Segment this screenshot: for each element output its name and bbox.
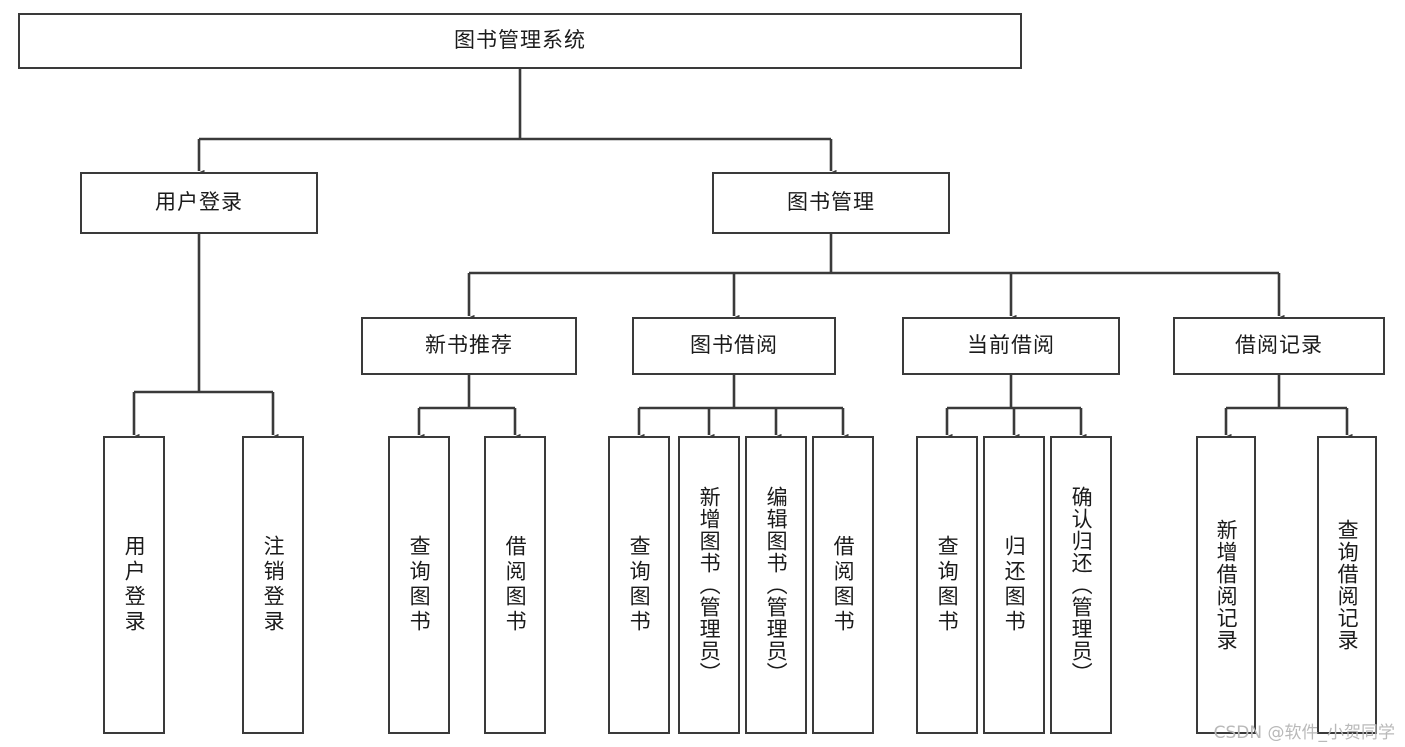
node-borrow-record-label: 借阅记录: [1235, 333, 1323, 358]
node-book-borrow[interactable]: 图书借阅: [632, 317, 836, 375]
leaf-add-book-admin[interactable]: 新增图书（管理员）: [678, 436, 740, 734]
leaf-user-login[interactable]: 用户登录: [103, 436, 165, 734]
node-new-book-recommend-label: 新书推荐: [425, 333, 513, 358]
leaf-query-book-current[interactable]: 查询图书: [916, 436, 978, 734]
leaf-query-borrow-record[interactable]: 查询借阅记录: [1317, 436, 1377, 734]
leaf-borrow-book[interactable]: 借阅图书: [812, 436, 874, 734]
node-book-management-label: 图书管理: [787, 190, 875, 215]
node-borrow-record[interactable]: 借阅记录: [1173, 317, 1385, 375]
node-root[interactable]: 图书管理系统: [18, 13, 1022, 69]
leaf-query-book-recommend[interactable]: 查询图书: [388, 436, 450, 734]
leaf-user-logout[interactable]: 注销登录: [242, 436, 304, 734]
node-root-label: 图书管理系统: [454, 28, 586, 53]
leaf-add-borrow-record[interactable]: 新增借阅记录: [1196, 436, 1256, 734]
leaf-return-book[interactable]: 归还图书: [983, 436, 1045, 734]
leaf-borrow-book-recommend[interactable]: 借阅图书: [484, 436, 546, 734]
node-current-borrow[interactable]: 当前借阅: [902, 317, 1120, 375]
node-book-management[interactable]: 图书管理: [712, 172, 950, 234]
node-current-borrow-label: 当前借阅: [967, 333, 1055, 358]
leaf-edit-book-admin[interactable]: 编辑图书（管理员）: [745, 436, 807, 734]
leaf-query-book-borrow[interactable]: 查询图书: [608, 436, 670, 734]
csdn-watermark: CSDN @软件_小贺同学: [1213, 723, 1395, 743]
node-user-login[interactable]: 用户登录: [80, 172, 318, 234]
node-book-borrow-label: 图书借阅: [690, 333, 778, 358]
leaf-confirm-return-admin[interactable]: 确认归还（管理员）: [1050, 436, 1112, 734]
node-user-login-label: 用户登录: [155, 190, 243, 215]
node-new-book-recommend[interactable]: 新书推荐: [361, 317, 577, 375]
